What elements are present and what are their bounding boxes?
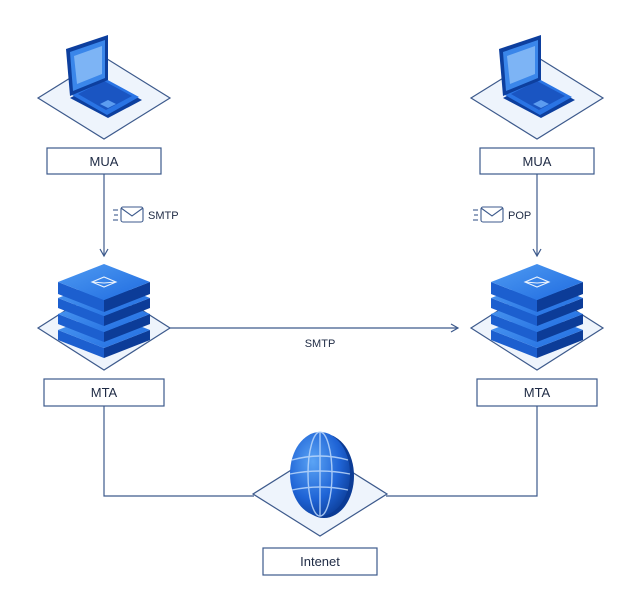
envelope-icon: [473, 206, 504, 223]
right-protocol-label: POP: [508, 210, 531, 222]
left-mta-to-internet-line: [103, 406, 254, 497]
laptop-icon: [66, 35, 142, 118]
left-protocol-label: SMTP: [148, 210, 179, 222]
right-server-node: MTA: [469, 264, 605, 407]
connectors: [99, 174, 542, 497]
left-client-node: MUA: [36, 35, 172, 175]
envelope-icon: [113, 206, 144, 223]
internet-label: Intenet: [300, 554, 340, 569]
left-protocol-annotation: SMTP: [113, 206, 179, 223]
laptop-icon: [499, 35, 575, 118]
right-client-label-box: [479, 147, 595, 175]
globe-icon: [289, 431, 354, 518]
mail-server-icon: [491, 264, 583, 358]
internet-label-box: [262, 547, 378, 576]
right-protocol-annotation: POP: [473, 206, 531, 223]
right-client-label: MUA: [523, 154, 552, 169]
left-client-label: MUA: [90, 154, 119, 169]
left-server-node: MTA: [36, 264, 172, 407]
right-mta-to-internet-line: [386, 406, 538, 497]
right-server-label: MTA: [524, 385, 551, 400]
right-client-node: MUA: [469, 35, 605, 175]
left-server-label: MTA: [91, 385, 118, 400]
mta-link-protocol-label: SMTP: [305, 338, 336, 350]
right-server-label-box: [476, 378, 598, 407]
internet-node: Intenet: [251, 431, 389, 576]
mail-server-icon: [58, 264, 150, 358]
left-server-label-box: [43, 378, 165, 407]
left-client-label-box: [46, 147, 162, 175]
